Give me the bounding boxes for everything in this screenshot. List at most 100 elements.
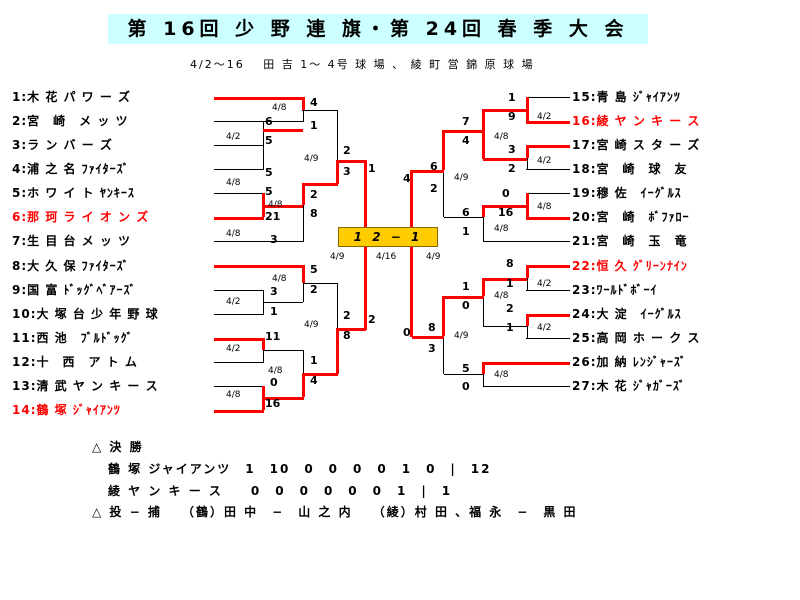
bracket-line: [443, 336, 444, 374]
date-label: 4/9: [454, 173, 469, 183]
final-score-box: 1 2 − 1: [338, 227, 438, 247]
bracket-line: [302, 183, 305, 205]
date-label: 4/2: [537, 112, 552, 122]
team-right-19: 19:穆 佐 ｲｰｸﾞﾙｽ: [572, 186, 682, 200]
date-label: 4/2: [226, 132, 241, 142]
bracket-line: [214, 193, 264, 194]
team-left-3: 3:ラ ン バ ー ズ: [12, 138, 113, 152]
score: 3: [343, 165, 351, 178]
bracket-line: [482, 278, 485, 296]
bracket-line: [262, 338, 265, 350]
score: 21: [265, 210, 281, 223]
score: 3: [508, 143, 516, 156]
score: 1: [462, 280, 470, 293]
bracket-line: [526, 314, 529, 326]
bracket-line: [410, 245, 413, 337]
battery-line: △ 投 − 捕 （鶴）田 中 − 山 之 内 （綾）村 田 、福 永 − 黒 田: [92, 505, 578, 519]
score: 11: [265, 330, 281, 343]
date-label: 4/2: [226, 344, 241, 354]
bracket-line: [263, 129, 303, 132]
bracket-line: [302, 373, 305, 397]
bracket-line: [443, 170, 444, 217]
score: 6: [265, 115, 273, 128]
date-label: 4/9: [304, 154, 319, 164]
bracket-line: [483, 362, 570, 365]
score: 5: [462, 362, 470, 375]
bracket-line: [214, 386, 264, 387]
bracket-line: [214, 410, 264, 413]
score: 16: [498, 206, 514, 219]
team-left-9: 9:国 富 ﾄﾞｯｸﾞﾍﾞｱｰｽﾞ: [12, 283, 137, 297]
bracket-line: [364, 160, 367, 228]
bracket-line: [483, 296, 484, 326]
team-right-21: 21:宮 崎 玉 竜: [572, 234, 688, 248]
bracket-line: [526, 97, 570, 98]
bracket-line: [214, 314, 264, 315]
bracket-line: [214, 338, 264, 341]
bracket-line: [412, 336, 444, 339]
bracket-line: [302, 97, 305, 111]
date-label: 4/8: [268, 366, 283, 376]
date-label: 4/2: [537, 156, 552, 166]
bracket-line: [482, 362, 485, 374]
team-right-18: 18:宮 崎 球 友: [572, 162, 688, 176]
team-right-15: 15:青 島 ｼﾞｬｲｱﾝﾂ: [572, 90, 681, 104]
bracket-line: [483, 217, 484, 241]
date-label: 4/9: [304, 320, 319, 330]
score: 3: [270, 285, 278, 298]
bracket-line: [303, 111, 304, 122]
score: 4: [462, 134, 470, 147]
score: 6: [462, 206, 470, 219]
score: 1: [462, 225, 470, 238]
date-label: 4/8: [494, 132, 509, 142]
score: 5: [310, 263, 318, 276]
score: 6: [430, 160, 438, 173]
team-right-23: 23:ﾜｰﾙﾄﾞﾎﾞｰｲ: [572, 283, 658, 297]
score: 5: [265, 166, 273, 179]
score: 4: [403, 172, 411, 185]
bracket-line: [483, 205, 527, 208]
bracket-line: [483, 158, 527, 161]
team-right-17: 17:宮 崎 ス タ ー ズ: [572, 138, 701, 152]
bracket-line: [526, 97, 529, 121]
bracket-line: [526, 169, 570, 170]
bracket-line: [482, 205, 485, 217]
score: 2: [310, 188, 318, 201]
score: 3: [428, 342, 436, 355]
team-left-6: 6:那 珂 ラ イ オ ン ズ: [12, 210, 150, 224]
score: 0: [403, 326, 411, 339]
date-label: 4/9: [454, 331, 469, 341]
bracket-line: [483, 326, 527, 327]
bracket-line: [483, 386, 570, 387]
final-line-winner: 鶴 塚 ジャイアンツ 1 10 0 0 0 0 1 0 | 12: [108, 462, 492, 476]
team-right-22: 22:恒 久 ｸﾞﾘｰﾝﾅｲﾝ: [572, 259, 688, 273]
bracket-line: [527, 158, 528, 169]
bracket-line: [444, 130, 484, 133]
score: 2: [343, 144, 351, 157]
final-line-loser: 綾 ヤ ン キ ー ス 0 0 0 0 0 0 1 | 1: [108, 484, 453, 498]
bracket-line: [483, 241, 570, 242]
score: 5: [265, 185, 273, 198]
score: 3: [270, 233, 278, 246]
date-label: 4/8: [272, 103, 287, 113]
team-right-24: 24:大 淀 ｲｰｸﾞﾙｽ: [572, 307, 682, 321]
team-right-25: 25:高 岡 ホ ー ク ス: [572, 331, 701, 345]
date-label: 4/8: [537, 202, 552, 212]
bracket-line: [214, 241, 304, 242]
bracket-line: [526, 193, 570, 194]
team-left-14: 14:鶴 塚 ｼﾞｬｲｱﾝﾂ: [12, 403, 121, 417]
score: 2: [310, 283, 318, 296]
bracket-line: [263, 350, 303, 351]
bracket-line: [526, 290, 570, 291]
score: 4: [310, 374, 318, 387]
score: 0: [462, 299, 470, 312]
team-right-27: 27:木 花 ｼﾞｬｶﾞｰｽﾞ: [572, 379, 686, 393]
score: 8: [310, 207, 318, 220]
bracket-line: [526, 265, 529, 278]
team-left-11: 11:西 池 ﾌﾞﾙﾄﾞｯｸﾞ: [12, 331, 134, 345]
score: 16: [265, 397, 281, 410]
bracket-line: [336, 328, 366, 331]
bracket-line: [303, 350, 304, 373]
team-left-10: 10:大 塚 台 少 年 野 球: [12, 307, 159, 321]
bracket-line: [263, 350, 264, 362]
